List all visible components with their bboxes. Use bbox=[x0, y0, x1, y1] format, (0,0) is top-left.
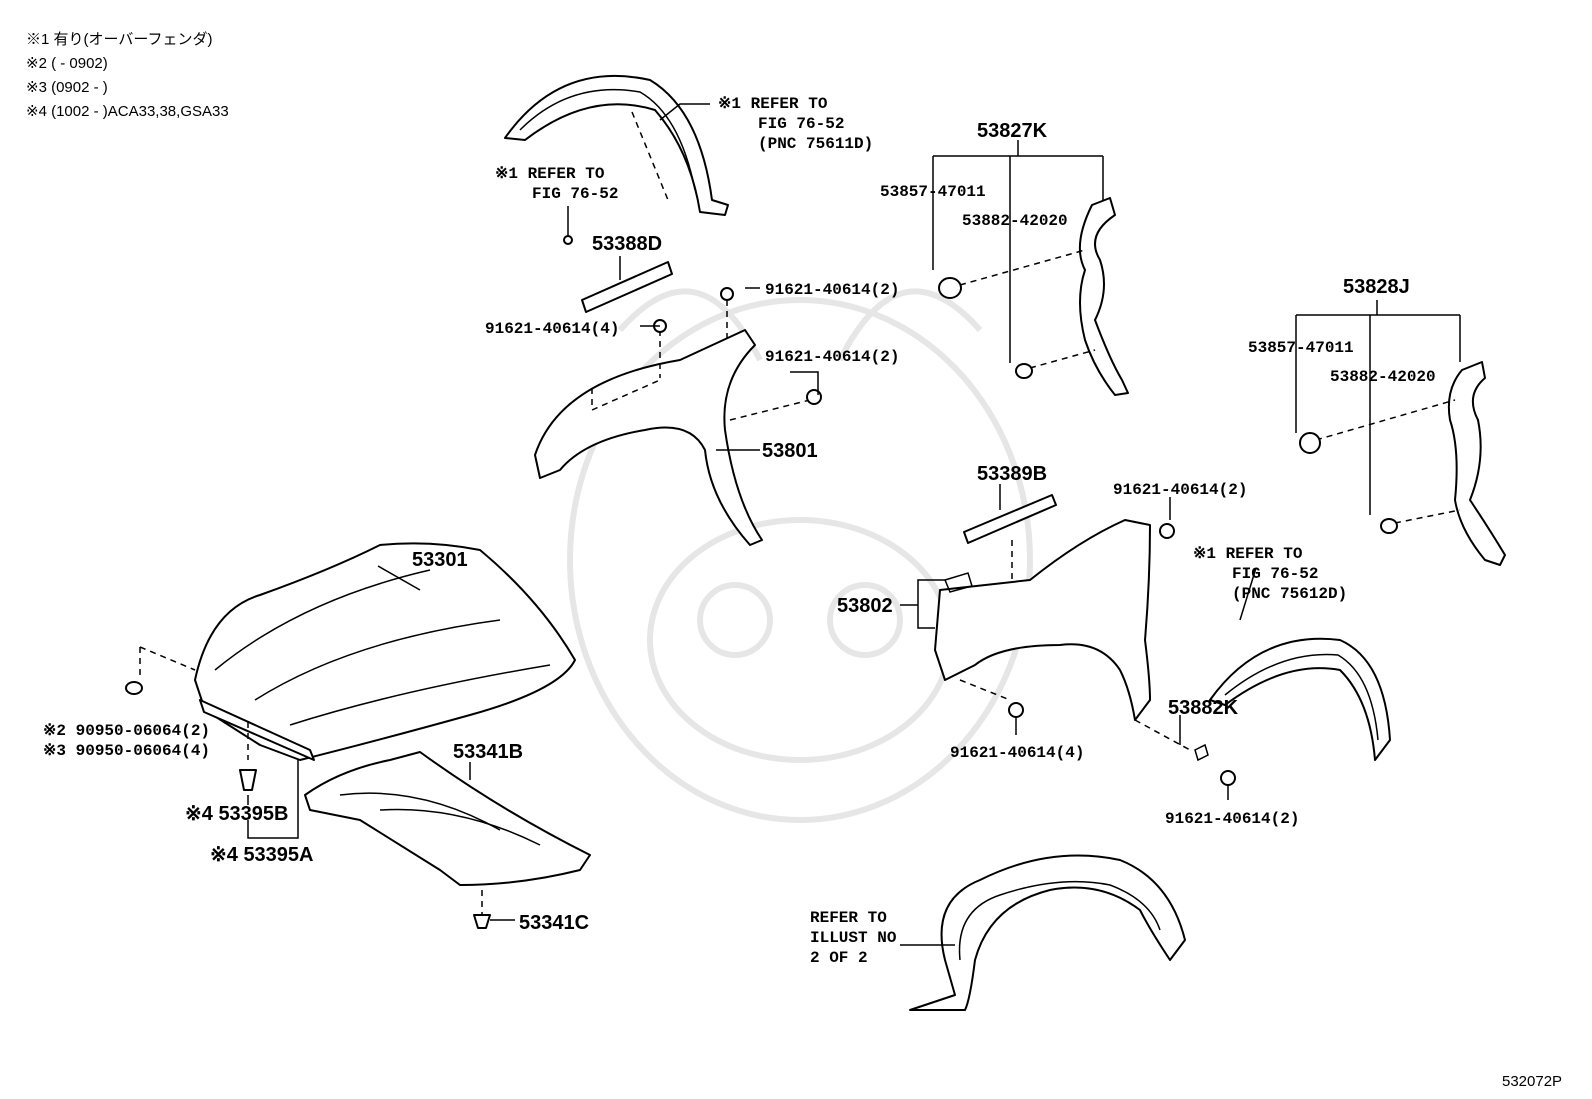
insulator-53341b-drawing bbox=[304, 751, 591, 929]
figure-code: 532072P bbox=[1502, 1073, 1562, 1090]
label-53827k: 53827K bbox=[977, 120, 1048, 142]
label-53341b: 53341B bbox=[453, 741, 523, 763]
callout-refer-illust-b: ILLUST NO bbox=[810, 929, 897, 947]
label-53301: 53301 bbox=[412, 549, 468, 571]
fender-liner-drawing bbox=[909, 854, 1186, 1011]
label-53395a: ※4 53395A bbox=[210, 844, 314, 866]
label-91621-f: 91621-40614(2) bbox=[1165, 810, 1299, 828]
label-53802: 53802 bbox=[837, 595, 893, 617]
watermark bbox=[567, 288, 1033, 823]
label-53857-a: 53857-47011 bbox=[880, 183, 986, 201]
callout-refer-fig-1a: ※1 REFER TO bbox=[718, 95, 828, 113]
label-53882-b: 53882-42020 bbox=[1330, 368, 1436, 386]
label-53882-a: 53882-42020 bbox=[962, 212, 1068, 230]
fender-flare-lower-drawing bbox=[1209, 637, 1391, 761]
note-2: ※2 ( - 0902) bbox=[26, 55, 108, 72]
label-53882k: 53882K bbox=[1168, 697, 1239, 719]
callout-refer-fig-2a: ※1 REFER TO bbox=[495, 165, 605, 183]
callouts: ※1 REFER TO FIG 76-52 (PNC 75611D) ※1 RE… bbox=[43, 95, 1562, 1090]
callout-refer-fig-3a: ※1 REFER TO bbox=[1193, 545, 1303, 563]
hood-53301-drawing bbox=[125, 542, 576, 761]
label-53857-b: 53857-47011 bbox=[1248, 339, 1354, 357]
callout-refer-fig-2b: FIG 76-52 bbox=[532, 185, 618, 203]
label-91621-d: 91621-40614(2) bbox=[1113, 481, 1247, 499]
label-53388d: 53388D bbox=[592, 233, 662, 255]
label-53828j: 53828J bbox=[1343, 276, 1410, 298]
label-90950-b: ※3 90950-06064(4) bbox=[43, 742, 210, 760]
callout-refer-fig-1c: (PNC 75611D) bbox=[758, 135, 873, 153]
callout-refer-illust-c: 2 OF 2 bbox=[810, 949, 868, 967]
strip-53389b-drawing bbox=[963, 494, 1057, 580]
note-4: ※4 (1002 - )ACA33,38,GSA33 bbox=[26, 103, 229, 120]
label-91621-a: 91621-40614(2) bbox=[765, 281, 899, 299]
label-91621-b: 91621-40614(4) bbox=[485, 320, 619, 338]
leader-lines bbox=[247, 103, 1461, 946]
strip-53388d-drawing bbox=[563, 206, 673, 313]
callout-refer-fig-1b: FIG 76-52 bbox=[758, 115, 844, 133]
clip-53395b-drawing bbox=[239, 722, 257, 791]
label-53341c: 53341C bbox=[519, 912, 589, 934]
notes-block: ※1 有り(オーバーフェンダ) ※2 ( - 0902) ※3 (0902 - … bbox=[26, 31, 229, 120]
bracket-53828j-drawing bbox=[1299, 361, 1506, 566]
label-53801: 53801 bbox=[762, 440, 818, 462]
callout-refer-fig-3b: FIG 76-52 bbox=[1232, 565, 1318, 583]
label-91621-e: 91621-40614(4) bbox=[950, 744, 1084, 762]
callout-refer-illust-a: REFER TO bbox=[810, 909, 887, 927]
callout-refer-fig-3c: (PNC 75612D) bbox=[1232, 585, 1347, 603]
fender-53802-drawing bbox=[934, 519, 1236, 786]
bracket-53827k-drawing bbox=[938, 197, 1129, 396]
label-53389b: 53389B bbox=[977, 463, 1047, 485]
label-90950-a: ※2 90950-06064(2) bbox=[43, 722, 210, 740]
note-3: ※3 (0902 - ) bbox=[26, 79, 108, 96]
note-1: ※1 有り(オーバーフェンダ) bbox=[26, 31, 212, 48]
label-91621-c: 91621-40614(2) bbox=[765, 348, 899, 366]
label-53395b: ※4 53395B bbox=[185, 803, 289, 825]
